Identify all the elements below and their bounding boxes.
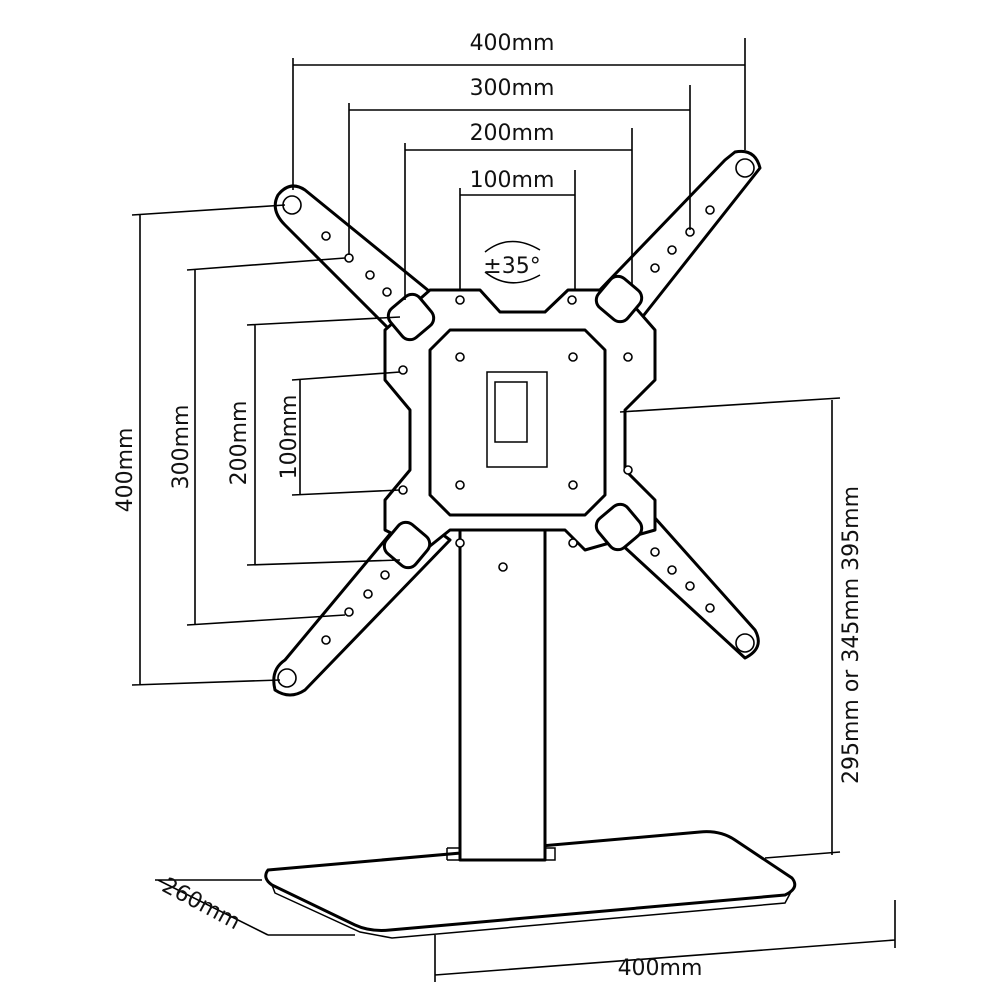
dim-height-400: 400mm [113,428,138,513]
dim-height-200: 200mm [227,401,252,486]
dim-width-200: 200mm [470,121,555,146]
rotation-indicator: ±35° [483,240,541,284]
dim-height-range: 295mm or 345mm 395mm [839,486,864,784]
dim-width-400: 400mm [470,31,555,56]
dim-base-depth: 260mm [158,873,245,935]
dim-base-width: 400mm [618,956,703,981]
horizontal-dimensions: 400mm 300mm 200mm 100mm [292,31,746,300]
stand-base [264,830,797,939]
stand-pole [446,513,556,862]
dim-height-300: 300mm [169,405,194,490]
dim-width-100: 100mm [470,168,555,193]
vertical-dimensions: 400mm 300mm 200mm 100mm [113,204,401,686]
height-range-dimension: 295mm or 345mm 395mm [619,397,864,859]
center-plate [382,274,657,570]
dim-width-300: 300mm [470,76,555,101]
dim-height-100: 100mm [277,395,302,480]
rotation-label: ±35° [483,254,540,279]
